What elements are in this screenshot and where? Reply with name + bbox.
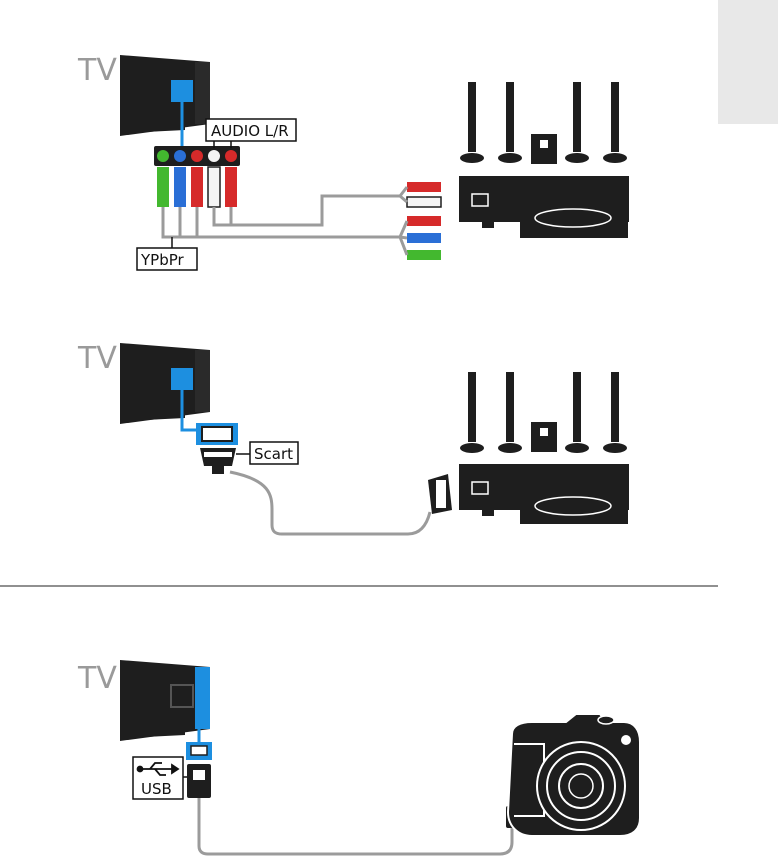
usb-tag: USB [133, 757, 187, 799]
scart-connector-tv [196, 423, 238, 474]
tv-label: TV [77, 53, 117, 88]
scart-connector-device [428, 474, 452, 514]
diagram-scart: TV Scart [77, 341, 629, 534]
rca-plugs-right [400, 182, 441, 260]
diagram-ypbpr: TV AUDIO L/R YPbPr [77, 53, 629, 270]
tv-icon [120, 343, 210, 424]
home-theater-icon [459, 82, 629, 238]
diagram-usb: TV USB [77, 660, 640, 854]
ypbpr-label: YPbPr [140, 251, 185, 269]
tv-icon [120, 660, 210, 741]
tv-icon [120, 55, 210, 136]
audio-lr-label: AUDIO L/R [211, 122, 289, 140]
home-theater-icon [459, 372, 629, 524]
tv-label: TV [77, 341, 117, 376]
camera-icon [508, 714, 640, 836]
section-tab [718, 0, 778, 124]
scart-label: Scart [254, 445, 293, 463]
usb-label: USB [141, 780, 172, 798]
usb-connector-tv [186, 742, 212, 798]
tv-label: TV [77, 661, 117, 696]
